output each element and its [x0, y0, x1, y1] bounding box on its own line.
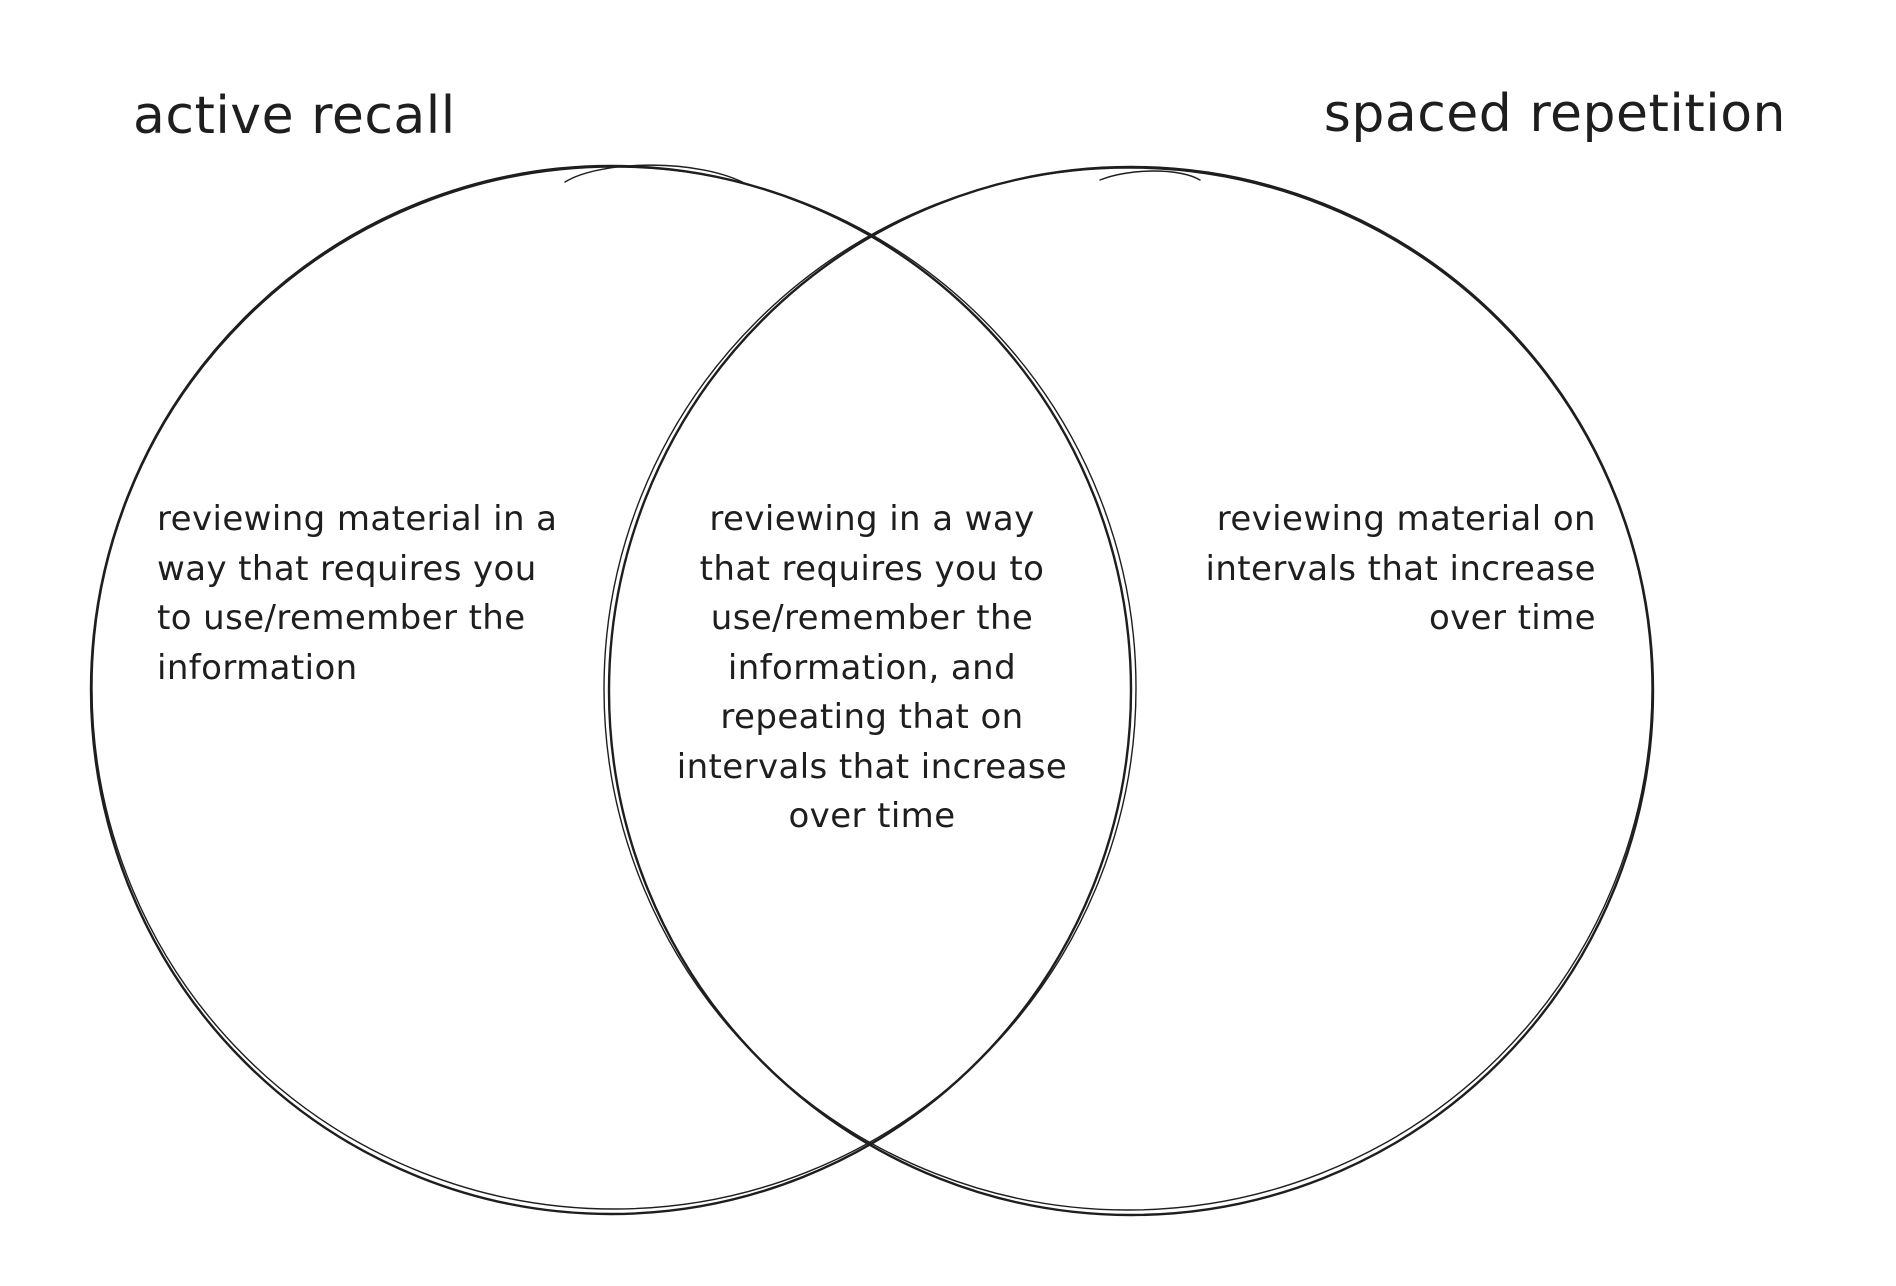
left-description-line: way that requires you — [157, 548, 537, 589]
intersection-description: reviewing in a way that requires you to … — [612, 495, 1132, 842]
left-set-description: reviewing material in a way that require… — [157, 495, 557, 693]
right-set-circle — [603, 165, 1655, 1217]
left-description-line: reviewing material in a — [157, 499, 558, 539]
right-description-line: intervals that increase — [1205, 548, 1596, 589]
intersection-description-line: intervals that increase — [676, 746, 1068, 787]
left-description-line: to use/remember the — [157, 598, 526, 638]
left-set-circle — [89, 164, 1137, 1216]
right-set-description: reviewing material on intervals that inc… — [1205, 495, 1596, 644]
left-description-line: information — [157, 647, 358, 688]
intersection-description-line: over time — [788, 796, 956, 836]
right-description-line: over time — [1428, 598, 1596, 638]
left-set-title: active recall — [133, 86, 456, 146]
intersection-description-line: that requires you to — [699, 548, 1045, 589]
intersection-description-line: use/remember the — [710, 598, 1034, 638]
right-description-line: reviewing material on — [1216, 499, 1596, 539]
intersection-description-line: reviewing in a way — [709, 499, 1035, 539]
intersection-description-line: repeating that on — [720, 697, 1024, 737]
intersection-description-line: information, and — [727, 647, 1017, 688]
right-set-title: spaced repetition — [1323, 84, 1786, 144]
